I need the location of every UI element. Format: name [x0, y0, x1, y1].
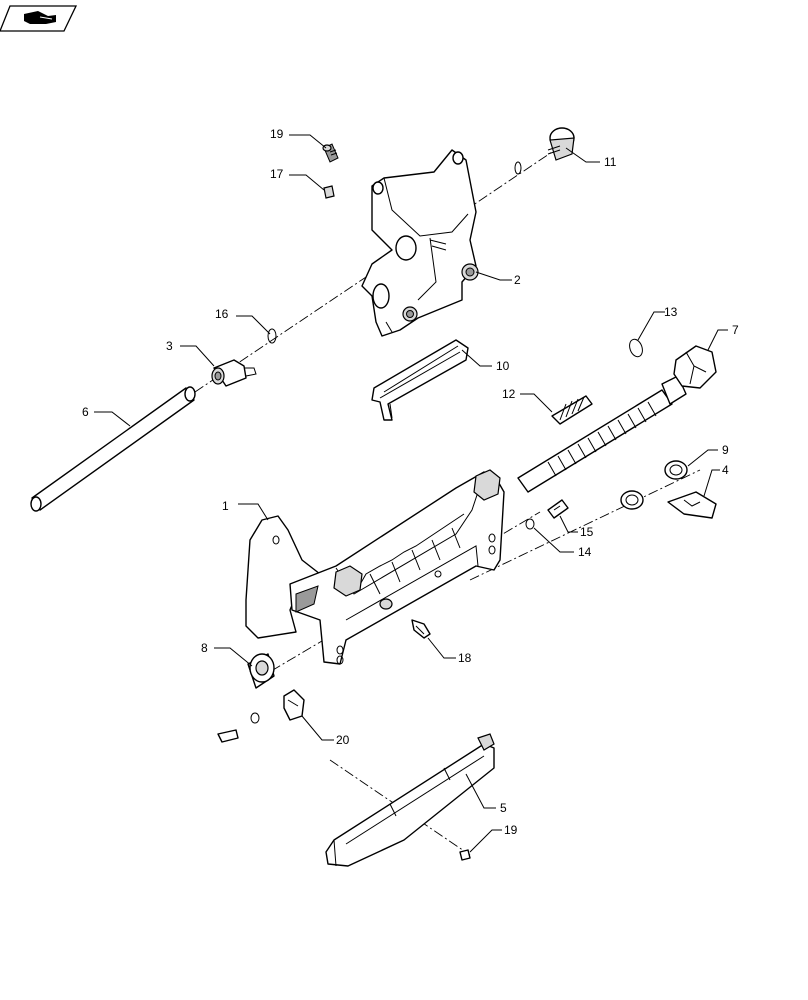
callout-14: 14: [578, 545, 592, 559]
callout-4: 4: [722, 463, 729, 477]
callout-10: 10: [496, 359, 510, 373]
washer-part-14[interactable]: [525, 518, 535, 530]
callout-20: 20: [336, 733, 350, 747]
callout-19-top: 19: [270, 127, 284, 141]
spring-pack-part-12[interactable]: [551, 395, 593, 425]
callout-15: 15: [580, 525, 594, 539]
snap-ring-near-11[interactable]: [514, 161, 522, 175]
callout-1: 1: [222, 499, 229, 513]
screw-part-19-top[interactable]: [322, 143, 339, 163]
screw-part-19-bottom[interactable]: [459, 849, 471, 861]
callout-17: 17: [270, 167, 284, 181]
shaft-part-6[interactable]: [30, 386, 196, 512]
bushing-part-11[interactable]: [547, 127, 575, 161]
foot-plate-part-5[interactable]: [325, 733, 495, 867]
callout-3: 3: [166, 339, 173, 353]
frame-part-1[interactable]: [245, 469, 505, 665]
o-ring-part-13[interactable]: [627, 337, 644, 358]
bushing-part-3[interactable]: [211, 359, 257, 387]
pin-part-17[interactable]: [323, 185, 335, 199]
screw-part-18[interactable]: [411, 619, 431, 639]
washer-part-9[interactable]: [620, 460, 688, 510]
callout-2: 2: [514, 273, 521, 287]
callout-8: 8: [201, 641, 208, 655]
clip-part-4[interactable]: [667, 491, 717, 519]
callout-19-bottom: 19: [504, 823, 518, 837]
roller-part-8[interactable]: [247, 653, 275, 689]
book-hand-icon[interactable]: [0, 5, 78, 32]
adjuster-screw-part-7[interactable]: [517, 345, 717, 493]
bolt-part-20[interactable]: [217, 712, 260, 743]
callout-7: 7: [732, 323, 739, 337]
callout-13: 13: [664, 305, 678, 319]
slide-part-10[interactable]: [371, 339, 469, 421]
callout-16: 16: [215, 307, 229, 321]
callout-labels: 1 2 3 4 5 6 7 8 9 10 11 12 13 14 15 16 1…: [82, 127, 739, 837]
bolt-part-15[interactable]: [547, 499, 569, 519]
callout-11: 11: [604, 155, 617, 169]
callout-5: 5: [500, 801, 507, 815]
snap-ring-part-16[interactable]: [267, 328, 277, 344]
leader-lines: [94, 134, 728, 853]
callout-9: 9: [722, 443, 729, 457]
clamp-part-20[interactable]: [283, 689, 305, 721]
bracket-part-2[interactable]: [361, 149, 479, 337]
callout-18: 18: [458, 651, 472, 665]
callout-12: 12: [502, 387, 516, 401]
callout-6: 6: [82, 405, 89, 419]
